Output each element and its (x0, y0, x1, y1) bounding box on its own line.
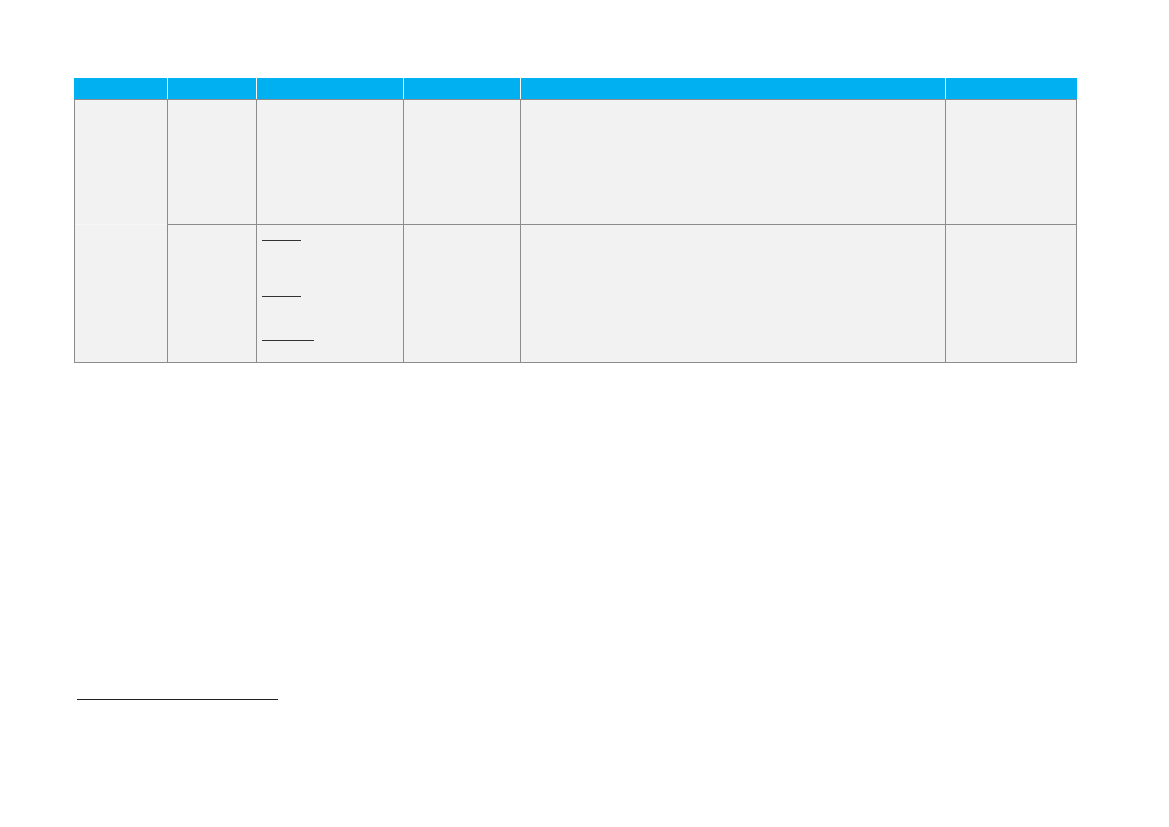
hyperlink-underline-3[interactable] (262, 340, 314, 341)
table-row (74, 99, 1077, 363)
hyperlink-underline-1[interactable] (262, 240, 301, 241)
table-cell-links (256, 224, 404, 363)
data-table (74, 78, 1077, 363)
table-cell (167, 99, 257, 225)
table-cell (403, 99, 521, 225)
column-header-5 (520, 78, 946, 100)
table-cell (945, 224, 1077, 363)
table-cell (945, 99, 1077, 225)
column-header-3 (256, 78, 404, 100)
table-cell (256, 99, 404, 225)
column-header-2 (167, 78, 257, 100)
table-cell (403, 224, 521, 363)
table-cell (167, 224, 257, 363)
column-header-4 (403, 78, 521, 100)
table-cell-merged (74, 99, 168, 363)
column-header-6 (945, 78, 1077, 100)
footnote-separator (77, 699, 278, 700)
merged-cell-faint-divider (75, 224, 167, 225)
hyperlink-underline-2[interactable] (262, 296, 301, 297)
table-row (75, 224, 1077, 363)
table-cell (520, 224, 946, 363)
table-header-row (74, 78, 1077, 100)
column-header-1 (74, 78, 168, 100)
table-cell (520, 99, 946, 225)
